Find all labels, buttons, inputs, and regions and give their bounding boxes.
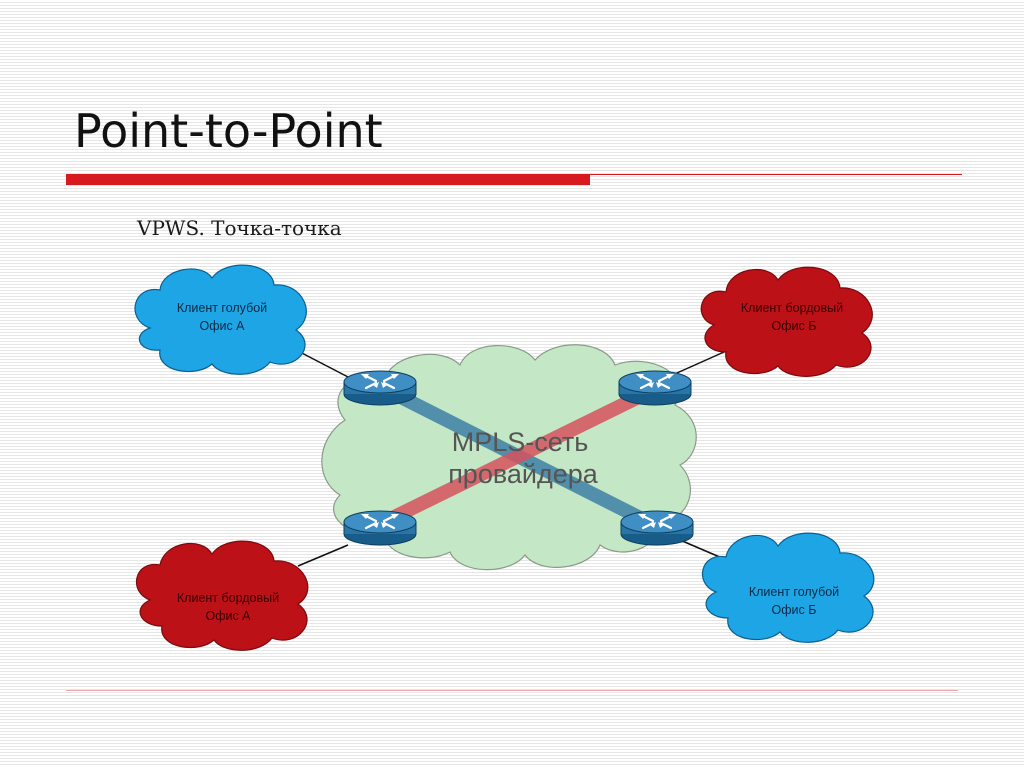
pseudowire-red <box>378 382 659 530</box>
client-label-line1: Клиент голубой <box>749 585 839 599</box>
client-cloud-blue-office-a: Клиент голубой Офис А <box>134 264 307 375</box>
router-pe-bottom-left <box>342 509 418 547</box>
footer-rule <box>66 690 958 691</box>
client-label-line1: Клиент бордовый <box>177 591 279 605</box>
client-label-line1: Клиент голубой <box>177 301 267 315</box>
link-bordo-b <box>667 351 725 378</box>
client-label-line1: Клиент бордовый <box>741 301 843 315</box>
client-label-line2: Офис А <box>199 319 245 333</box>
title-underline-rule <box>590 174 962 175</box>
client-cloud-bordo-office-b: Клиент бордовый Офис Б <box>700 266 873 377</box>
client-cloud-blue-office-b: Клиент голубой Офис Б <box>701 532 875 643</box>
title-underline-bar <box>66 174 590 185</box>
client-cloud-bordo-office-a: Клиент бордовый Офис А <box>135 540 309 651</box>
client-label-line2: Офис Б <box>772 603 817 617</box>
link-blue-b <box>679 539 723 559</box>
router-pe-top-right <box>617 369 693 407</box>
link-blue-a <box>295 349 351 379</box>
mpls-label-line1: MPLS-сеть <box>452 427 589 457</box>
link-bordo-a <box>297 544 349 567</box>
client-label-line2: Офис А <box>205 609 251 623</box>
router-pe-top-left <box>342 369 418 407</box>
mpls-label-line2: провайдера <box>448 459 599 489</box>
slide-title: Point-to-Point <box>74 104 383 158</box>
diagram-subtitle: VPWS. Точка-точка <box>137 216 342 240</box>
client-label-line2: Офис Б <box>772 319 817 333</box>
router-pe-bottom-right <box>619 509 695 547</box>
